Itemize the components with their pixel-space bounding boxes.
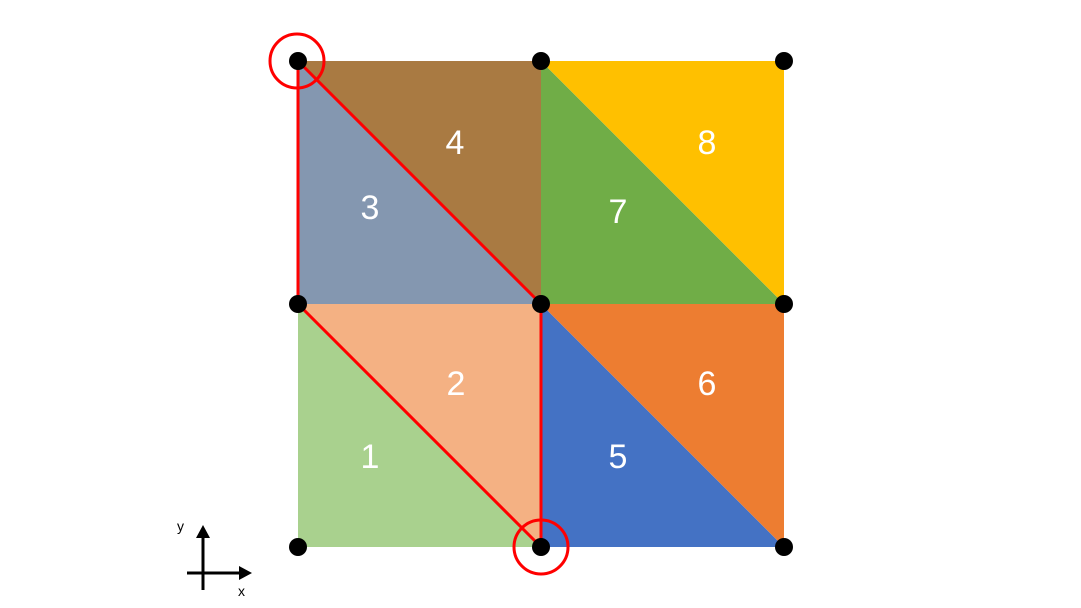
node	[775, 295, 793, 313]
node	[532, 52, 550, 70]
triangle-1-label: 1	[361, 438, 380, 476]
node	[775, 52, 793, 70]
x-axis-label: x	[238, 583, 245, 599]
node	[775, 538, 793, 556]
triangle-7-label: 7	[609, 193, 628, 231]
y-axis-arrowhead	[196, 525, 210, 538]
highlight-circle-bottom-middle	[512, 518, 570, 576]
node	[289, 538, 307, 556]
axes-indicator: y x	[177, 518, 252, 599]
triangle-6-label: 6	[698, 365, 717, 403]
triangle-6	[541, 304, 784, 547]
triangle-2-label: 2	[447, 365, 466, 403]
triangle-8	[541, 61, 784, 304]
triangle-8-label: 8	[698, 124, 717, 162]
triangle-4-label: 4	[446, 124, 465, 162]
node	[532, 295, 550, 313]
highlight-circle-top-left	[268, 32, 326, 90]
x-axis-arrowhead	[239, 566, 252, 580]
triangle-5-label: 5	[609, 438, 628, 476]
node	[289, 295, 307, 313]
node	[289, 52, 307, 70]
node	[532, 538, 550, 556]
y-axis-label: y	[177, 518, 184, 534]
triangle-3-label: 3	[361, 189, 380, 227]
